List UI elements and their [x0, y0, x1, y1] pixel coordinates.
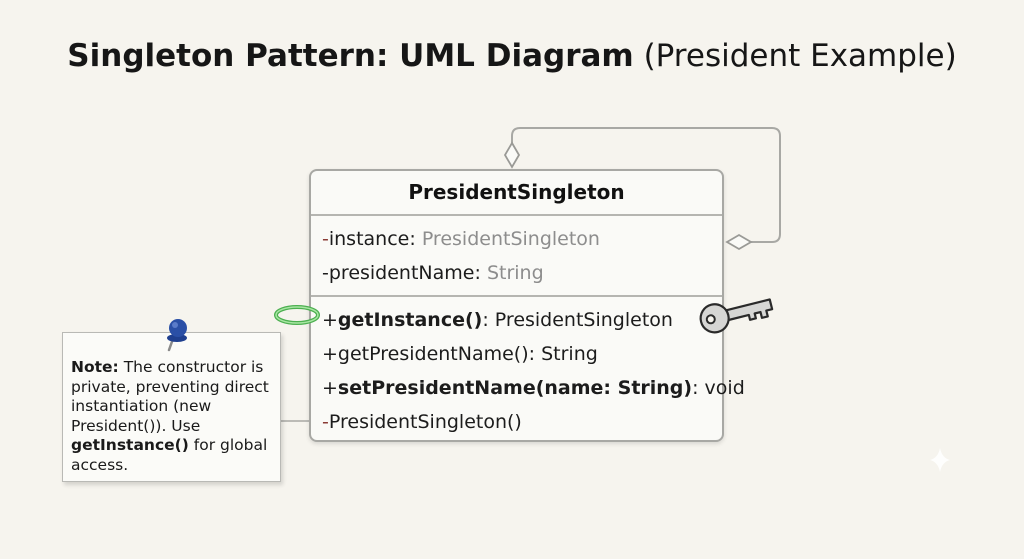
note-label: Note:	[71, 358, 119, 376]
method-name: getPresidentName()	[337, 343, 529, 365]
attributes-separator	[311, 295, 722, 297]
note-text-part1: The constructor is private, preventing d…	[71, 358, 269, 435]
note-box: Note: The constructor is private, preven…	[62, 332, 281, 482]
method-set-president-name: +setPresidentName(name: String): void	[322, 377, 745, 399]
title-subtitle: (President Example)	[643, 38, 957, 74]
attribute-type: PresidentSingleton	[421, 228, 600, 250]
aggregation-diamond-top	[503, 141, 521, 169]
method-name: PresidentSingleton()	[328, 411, 522, 433]
note-bold-method: getInstance()	[71, 436, 189, 454]
visibility-marker: +	[322, 343, 338, 365]
method-constructor: -PresidentSingleton()	[322, 411, 522, 433]
green-ring-icon	[274, 305, 320, 325]
method-type: String	[541, 343, 598, 365]
attribute-type: String	[486, 262, 544, 284]
title-bold: Singleton Pattern: UML Diagram	[67, 38, 634, 74]
visibility-marker: -	[322, 228, 329, 250]
method-get-president-name: +getPresidentName(): String	[322, 343, 598, 365]
colon: :	[528, 343, 542, 365]
visibility-marker: -	[322, 262, 329, 284]
aggregation-diamond-right	[725, 233, 753, 251]
method-type: void	[704, 377, 745, 399]
colon: :	[692, 377, 705, 399]
method-get-instance: +getInstance(): PresidentSingleton	[322, 309, 673, 331]
visibility-marker: +	[322, 377, 338, 399]
method-name: setPresidentName(name: String)	[337, 377, 693, 399]
colon: :	[474, 262, 487, 284]
visibility-marker: -	[322, 411, 329, 433]
method-name: getInstance()	[337, 309, 483, 331]
class-name: PresidentSingleton	[408, 180, 625, 204]
attribute-name: presidentName	[328, 262, 475, 284]
note-text: Note: The constructor is private, preven…	[71, 358, 281, 475]
sparkle-icon	[930, 448, 950, 472]
name-separator	[311, 214, 722, 216]
attribute-president-name: -presidentName: String	[322, 262, 544, 284]
note-text-part2: for global access.	[71, 436, 268, 474]
method-type: PresidentSingleton	[494, 309, 673, 331]
diagram-title: Singleton Pattern: UML Diagram (Presiden…	[0, 38, 1024, 74]
colon: :	[409, 228, 422, 250]
class-box: PresidentSingleton -instance: PresidentS…	[309, 169, 745, 442]
key-icon	[699, 298, 774, 334]
visibility-marker: +	[322, 309, 338, 331]
colon: :	[482, 309, 495, 331]
attribute-instance: -instance: PresidentSingleton	[322, 228, 600, 250]
pushpin-icon	[167, 319, 187, 352]
attribute-name: instance	[328, 228, 410, 250]
self-association-line	[511, 127, 781, 243]
